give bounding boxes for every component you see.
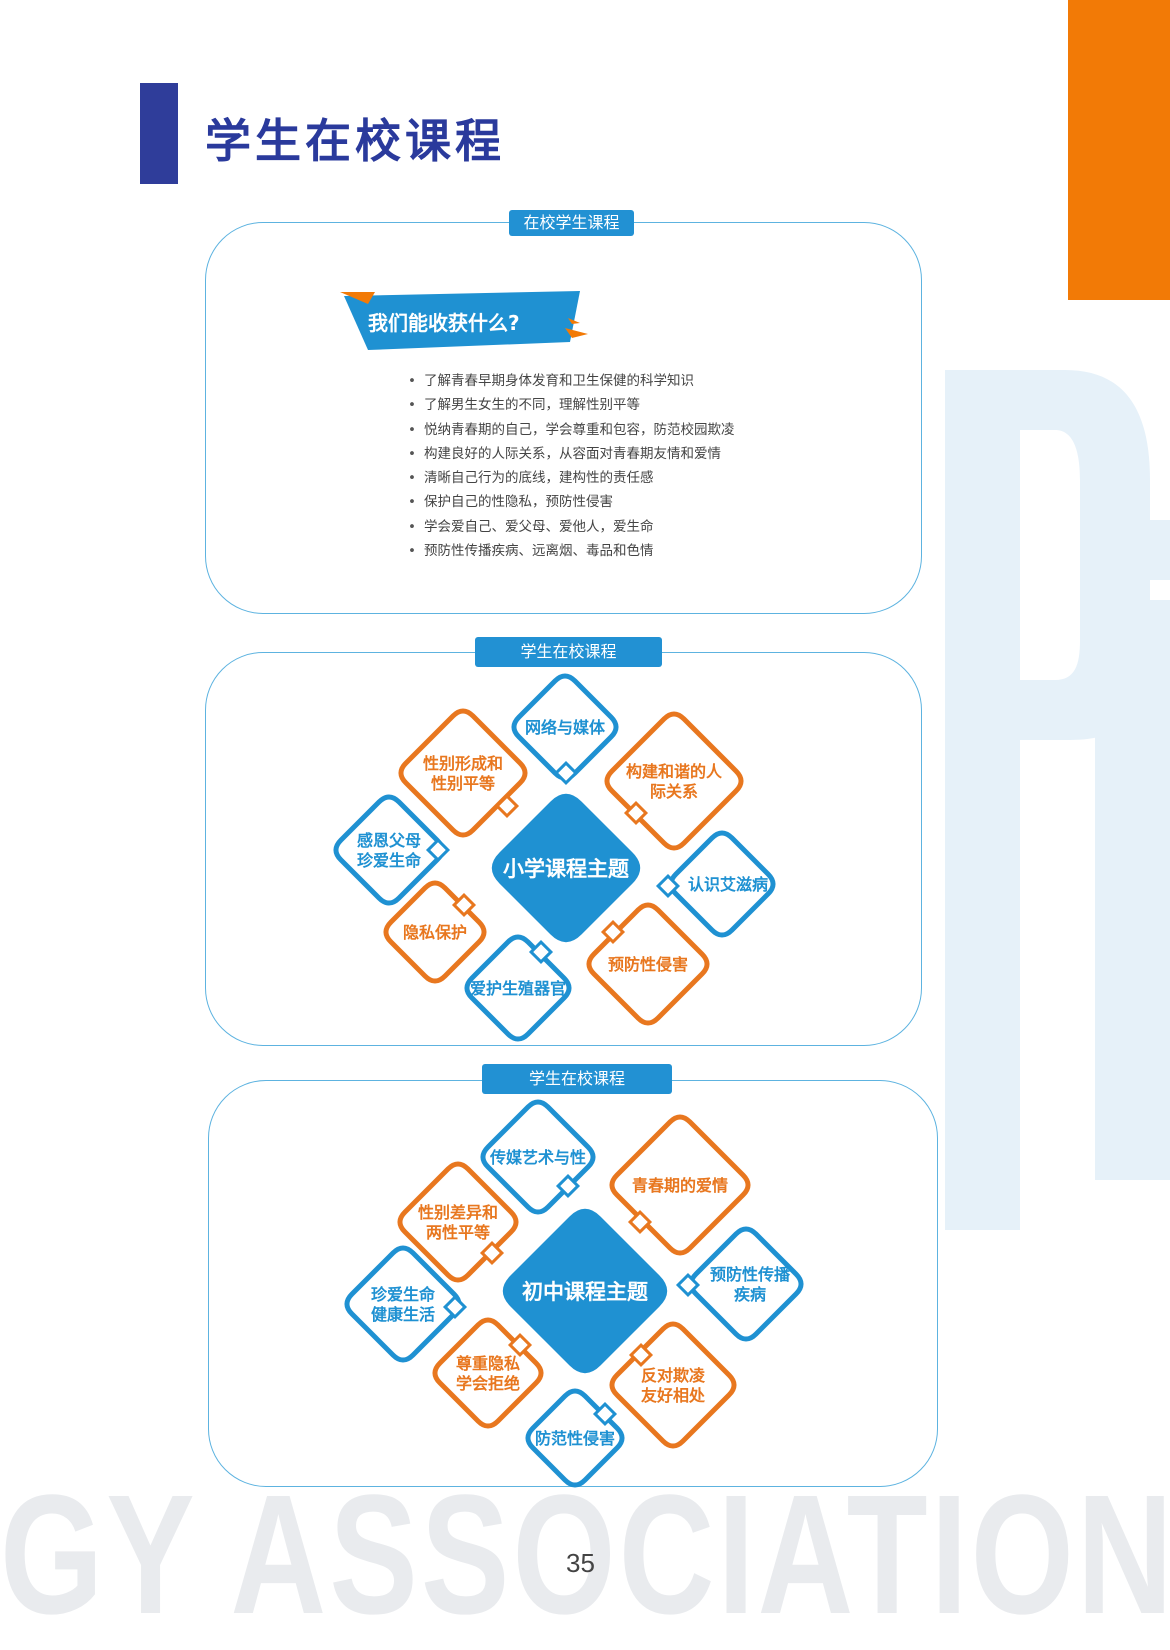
page-number: 35 <box>566 1548 595 1578</box>
list-item: 了解青春早期身体发育和卫生保健的科学知识 <box>408 369 734 393</box>
panel2-tag: 学生在校课程 <box>475 637 662 667</box>
panel1-tag: 在校学生课程 <box>509 210 634 236</box>
banner-text: 我们能收获什么? <box>368 311 520 335</box>
list-item: 了解男生女生的不同，理解性别平等 <box>408 393 734 417</box>
list-item: 悦纳青春期的自己，学会尊重和包容，防范校园欺凌 <box>408 418 735 442</box>
primary-curriculum-panel <box>205 652 922 1046</box>
list-item: 保护自己的性隐私，预防性侵害 <box>408 490 734 514</box>
list-item: 学会爱自己、爱父母、爱他人，爱生命 <box>408 515 734 539</box>
page-title: 学生在校课程 <box>205 114 505 168</box>
panel3-tag: 学生在校课程 <box>482 1064 672 1094</box>
background-letters-decoration <box>945 370 1170 1230</box>
outcomes-banner: 我们能收获什么? <box>340 291 588 350</box>
title-accent-bar <box>140 83 178 184</box>
list-item: 构建良好的人际关系，从容面对青春期友情和爱情 <box>408 442 734 466</box>
list-item: 预防性传播疾病、远离烟、毒品和色情 <box>408 539 734 563</box>
outcomes-list: 了解青春早期身体发育和卫生保健的科学知识 了解男生女生的不同，理解性别平等 悦纳… <box>408 369 735 563</box>
orange-corner-block <box>1068 0 1170 300</box>
junior-curriculum-panel <box>208 1080 938 1487</box>
list-item: 清晰自己行为的底线，建构性的责任感 <box>408 466 734 490</box>
